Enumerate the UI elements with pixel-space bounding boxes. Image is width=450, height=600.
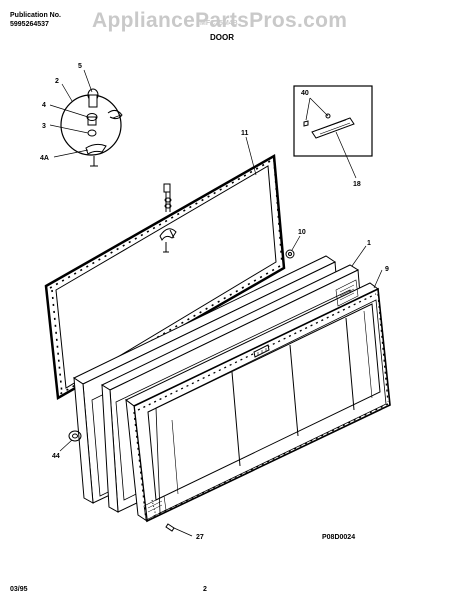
callout-3: 3 [42,123,46,130]
door-gasket [44,153,286,401]
nut-part [68,430,82,442]
footer-date: 03/95 [10,586,28,593]
callout-18: 18 [353,181,361,188]
door-frame [125,279,391,523]
publication-label: Publication No. [10,12,61,19]
callout-44: 44 [52,453,60,460]
section-title: DOOR [210,33,234,42]
callout-10: 10 [298,229,306,236]
callout-9: 9 [385,266,389,273]
door-handle [253,344,270,358]
watermark-text: AppliancePartsPros.com [92,9,348,32]
callout-40: 40 [301,90,309,97]
hinge-assembly [159,183,177,253]
publication-number: 5995264537 [10,21,49,28]
callout-5: 5 [78,63,82,70]
callout-4: 4 [42,102,46,109]
callout-2: 2 [55,78,59,85]
hinge-detail-circle [60,88,123,167]
latch-inset-box [293,85,373,157]
model-number: MFC25M4B [200,20,238,27]
plug-part [285,249,295,259]
screw-part [165,523,175,532]
callout-labels: 5 2 4 3 4A 11 40 18 10 1 9 44 27 [40,63,389,541]
callout-1: 1 [367,240,371,247]
page-number: 2 [203,586,207,593]
callout-11: 11 [241,130,249,137]
callout-27: 27 [196,534,204,541]
diagram-code: P08D0024 [322,534,356,541]
callout-leaders [49,69,383,537]
callout-4a: 4A [40,155,49,162]
